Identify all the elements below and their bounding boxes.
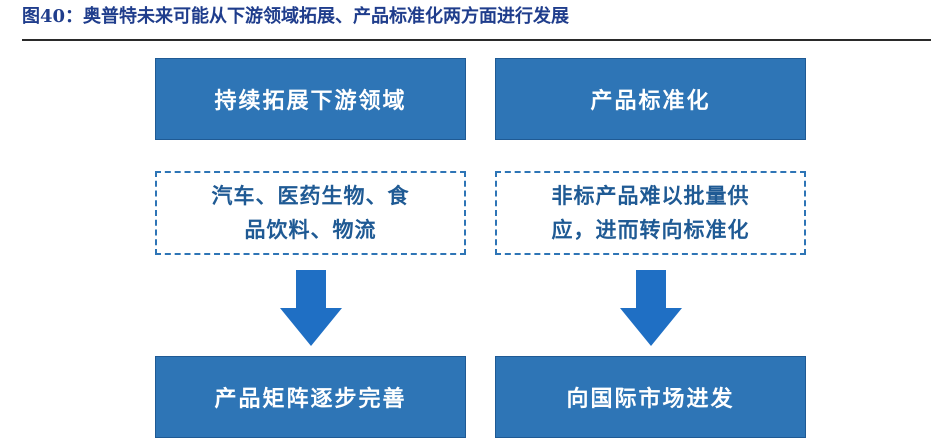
right-down-arrow-icon — [620, 270, 682, 346]
right-top-box: 产品标准化 — [495, 58, 806, 140]
title-divider — [22, 39, 931, 41]
left-detail-line-2: 品饮料、物流 — [244, 218, 377, 242]
left-top-box: 持续拓展下游领域 — [155, 58, 466, 140]
left-detail-box: 汽车、医药生物、食 品饮料、物流 — [155, 171, 466, 255]
left-down-arrow-icon — [280, 270, 342, 346]
left-bottom-box: 产品矩阵逐步完善 — [155, 356, 466, 438]
right-detail-line-1: 非标产品难以批量供 — [551, 184, 750, 208]
left-detail-line-1: 汽车、医药生物、食 — [211, 184, 410, 208]
right-detail-box: 非标产品难以批量供 应，进而转向标准化 — [495, 171, 806, 255]
right-detail-line-2: 应，进而转向标准化 — [551, 218, 750, 242]
figure-title: 图40：奥普特未来可能从下游领域拓展、产品标准化两方面进行发展 — [22, 6, 570, 27]
right-bottom-box: 向国际市场进发 — [495, 356, 806, 438]
